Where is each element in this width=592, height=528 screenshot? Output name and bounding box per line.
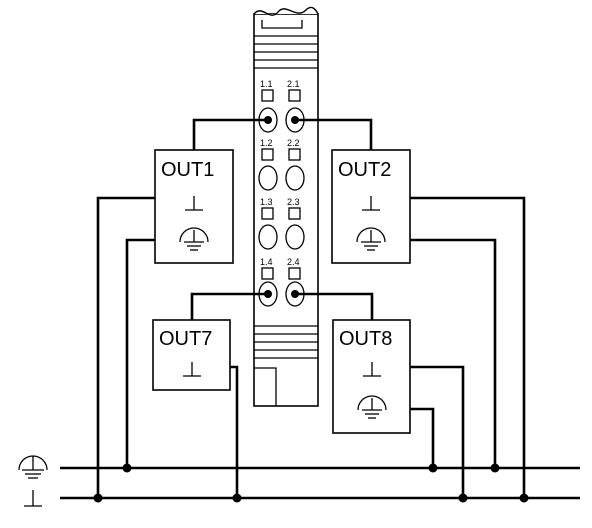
wire-out1-signal xyxy=(192,118,268,150)
wire-out8-ground xyxy=(410,365,465,498)
wire-out2-ground xyxy=(410,196,526,498)
led-indicator-1-2 xyxy=(261,148,274,161)
wire-out7-signal xyxy=(190,292,268,320)
terminal-socket-1-3 xyxy=(258,224,278,250)
terminal-socket-2-2 xyxy=(285,165,305,191)
wire-out1-ground xyxy=(96,196,155,498)
wire-out2-signal xyxy=(295,118,373,150)
wires xyxy=(96,118,526,498)
junction-dot xyxy=(232,493,242,503)
terminal-label-1-2: 1.2 xyxy=(260,138,273,148)
module-foot-step xyxy=(254,367,277,406)
wire-out8-signal xyxy=(295,292,374,320)
terminal-label-1-1: 1.1 xyxy=(260,79,273,89)
module: 1.1 2.1 1.2 2.2 1.3 2.3 1.4 2.4 xyxy=(253,6,319,407)
junction-dot xyxy=(490,463,500,473)
ground-icon xyxy=(185,196,203,211)
output-box-out2: OUT2 xyxy=(331,149,411,264)
ground-icon xyxy=(183,362,201,377)
terminal-contacts xyxy=(264,116,299,298)
protective-earth-icon xyxy=(357,395,387,419)
junction-dot xyxy=(458,493,468,503)
led-indicator-2-2 xyxy=(288,148,301,161)
terminal-socket-1-2 xyxy=(258,165,278,191)
wire-out2-pe xyxy=(410,238,497,468)
out7-box xyxy=(152,319,231,391)
led-indicator-1-4 xyxy=(261,267,274,280)
terminal-label-2-1: 2.1 xyxy=(287,79,300,89)
wire-out1-pe xyxy=(125,238,155,468)
out8-label: OUT8 xyxy=(339,328,392,350)
terminal-label-2-2: 2.2 xyxy=(287,138,300,148)
ground-icon xyxy=(363,362,381,377)
module-body xyxy=(253,13,319,407)
output-box-out1: OUT1 xyxy=(154,149,234,264)
led-indicator-2-3 xyxy=(288,207,301,220)
protective-earth-icon xyxy=(179,227,209,251)
led-indicator-1-1 xyxy=(261,89,274,102)
led-indicator-1-3 xyxy=(261,207,274,220)
out2-label: OUT2 xyxy=(338,159,391,181)
terminal-label-1-4: 1.4 xyxy=(260,257,273,267)
terminal-label-1-3: 1.3 xyxy=(260,197,273,207)
module-cut-edge xyxy=(253,6,319,16)
led-indicator-2-4 xyxy=(288,267,301,280)
contact-dot-1-1 xyxy=(264,116,272,124)
led-indicator-2-1 xyxy=(288,89,301,102)
terminal-socket-2-3 xyxy=(285,224,305,250)
wire-out8-pe xyxy=(410,407,435,468)
ground-icon xyxy=(24,490,42,507)
output-box-out7: OUT7 xyxy=(152,319,231,391)
protective-earth-icon xyxy=(356,227,386,251)
contact-dot-1-4 xyxy=(264,290,272,298)
ground-rail xyxy=(24,490,580,507)
junction-dot xyxy=(519,493,529,503)
wire-out7-ground xyxy=(230,365,239,498)
output-box-out8: OUT8 xyxy=(332,319,411,434)
junction-dot xyxy=(428,463,438,473)
module-bracket xyxy=(261,20,303,29)
junction-dots xyxy=(93,463,529,503)
contact-dot-2-4 xyxy=(291,290,299,298)
out7-label: OUT7 xyxy=(159,328,212,350)
terminal-label-2-4: 2.4 xyxy=(287,257,300,267)
contact-dot-2-1 xyxy=(291,116,299,124)
junction-dot xyxy=(93,493,103,503)
out1-label: OUT1 xyxy=(161,159,214,181)
protective-earth-icon xyxy=(18,455,48,479)
junction-dot xyxy=(122,463,132,473)
terminal-label-2-3: 2.3 xyxy=(287,197,300,207)
ground-icon xyxy=(362,196,380,211)
